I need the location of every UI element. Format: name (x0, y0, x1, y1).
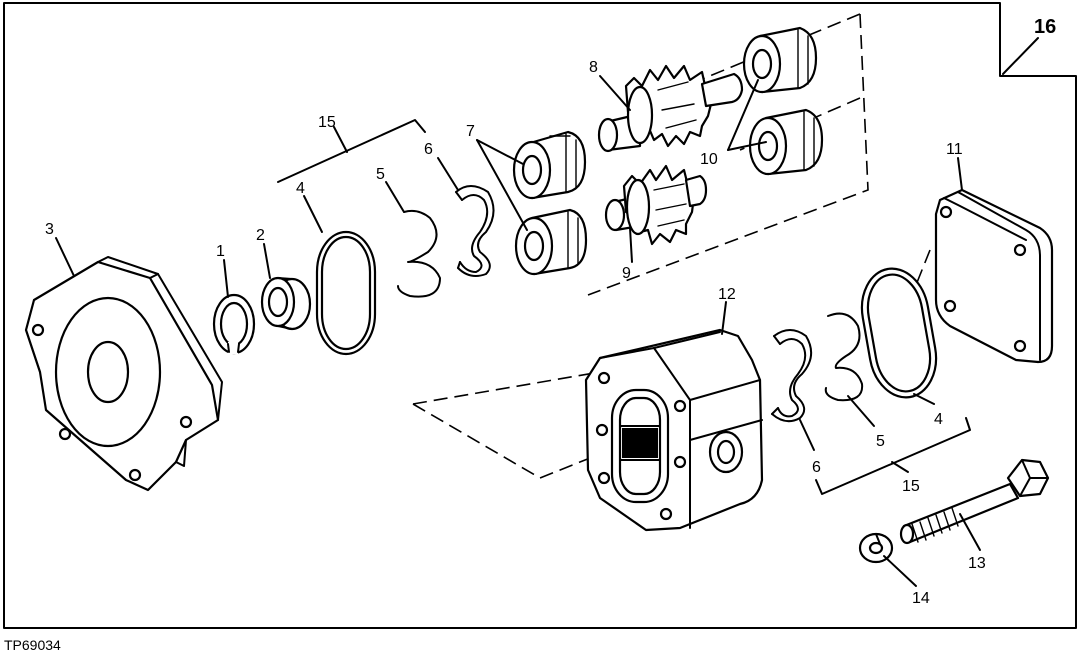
pump-body (584, 328, 764, 532)
o-ring-lower (860, 267, 938, 399)
callout-13-leader (959, 513, 981, 551)
drive-gear-shaft (597, 64, 744, 153)
cap-screw (899, 458, 1050, 545)
callout-3-leader (55, 237, 75, 277)
callout-4b: 4 (934, 411, 943, 428)
callout-9: 9 (622, 265, 631, 282)
callout-14: 14 (912, 590, 930, 607)
backup-ring-upper (397, 209, 441, 298)
callout-15a-leader (333, 126, 348, 153)
snap-ring (212, 293, 256, 355)
bushing-lower (514, 208, 588, 276)
callout-16-leader (1002, 37, 1039, 75)
callout-2: 2 (256, 227, 265, 244)
callout-2-leader (263, 243, 271, 279)
shaft-seal (260, 276, 312, 331)
idler-gear-shaft (604, 164, 708, 246)
bracket-15-upper (277, 119, 426, 183)
callout-1: 1 (216, 243, 225, 260)
bushing-upper (512, 130, 587, 200)
mounting-flange (24, 256, 223, 492)
callout-5a-leader (385, 181, 405, 213)
bushing-10-lower (748, 108, 824, 176)
diagram-frame (3, 2, 1077, 629)
bracket-15-lower (815, 417, 971, 495)
seal-upper (455, 185, 495, 277)
callout-4a-leader (303, 195, 323, 233)
callout-12-leader (721, 301, 727, 335)
callout-7: 7 (466, 123, 475, 140)
callout-10-leader-b (727, 141, 767, 151)
callout-5b: 5 (876, 433, 885, 450)
callout-4a: 4 (296, 180, 305, 197)
callout-1-leader (223, 259, 229, 298)
callout-8-leader (599, 75, 631, 111)
callout-7-leader-a (476, 139, 524, 165)
callout-15b-leader (891, 461, 909, 473)
callout-7-leader-b (476, 139, 528, 231)
callout-5a: 5 (376, 166, 385, 183)
callout-10: 10 (700, 151, 718, 168)
backup-ring-lower (824, 312, 864, 402)
callout-15b: 15 (902, 478, 920, 495)
bushing-10-upper (742, 26, 818, 94)
callout-14-leader (883, 555, 917, 587)
callout-11-leader (957, 157, 963, 191)
callout-6b-leader (799, 419, 815, 451)
callout-5b-leader (847, 395, 875, 427)
callout-11: 11 (946, 141, 963, 158)
callout-10-leader-a (727, 79, 759, 151)
callout-12: 12 (718, 286, 736, 303)
callout-8: 8 (589, 59, 598, 76)
o-ring-upper (315, 230, 377, 356)
callout-6a-leader (437, 157, 459, 191)
figure-id: TP69034 (4, 637, 61, 653)
end-cover (934, 188, 1054, 364)
callout-13: 13 (968, 555, 986, 572)
lock-washer (858, 532, 894, 564)
callout-9-leader (629, 227, 633, 263)
callout-16: 16 (1034, 16, 1056, 38)
callout-15a: 15 (318, 114, 336, 131)
callout-4b-leader (913, 393, 935, 405)
callout-6a: 6 (424, 141, 433, 158)
seal-lower (771, 329, 813, 423)
callout-6b: 6 (812, 459, 821, 476)
callout-3: 3 (45, 221, 54, 238)
